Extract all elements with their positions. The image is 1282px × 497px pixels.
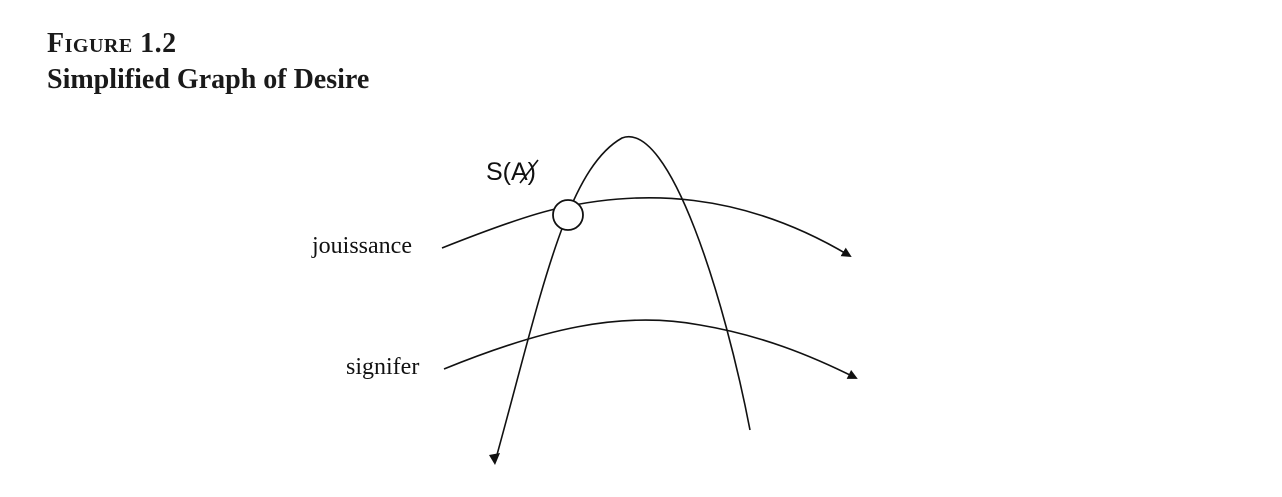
signifier-label: signifer bbox=[346, 354, 419, 380]
signifier-line bbox=[443, 319, 858, 379]
jouissance-label: jouissance bbox=[311, 233, 412, 259]
a-bar-stroke bbox=[519, 159, 539, 184]
desire-arc-arrowhead bbox=[489, 453, 500, 465]
jouissance-line bbox=[441, 196, 852, 258]
figure-label: Figure 1.2 bbox=[47, 28, 177, 59]
figure-title: Simplified Graph of Desire bbox=[47, 64, 370, 95]
figure-heading: Figure 1.2 Simplified Graph of Desire bbox=[47, 26, 369, 98]
desire-arc bbox=[494, 135, 751, 463]
intersection-circle bbox=[552, 199, 584, 231]
